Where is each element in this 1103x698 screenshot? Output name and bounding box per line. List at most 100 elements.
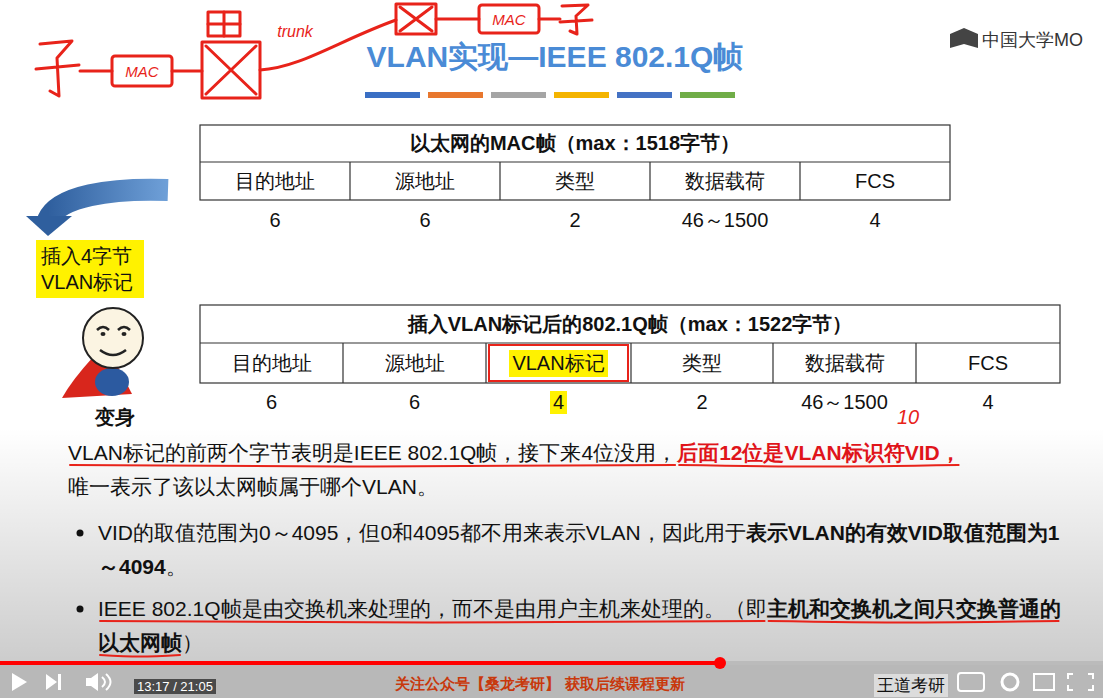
emoji-body: [95, 368, 129, 396]
table-border: [200, 125, 950, 200]
handwritten-note: 10: [897, 406, 919, 429]
gear-icon: [1002, 674, 1018, 690]
label-holder: VLAN标记: [486, 343, 631, 383]
table-cell: 源地址: [385, 350, 445, 377]
progress-track: [0, 661, 1103, 665]
table-grid: [200, 343, 1060, 383]
miniplayer-icon: [1034, 674, 1054, 690]
label-holder: 类型: [500, 162, 650, 200]
color-bar: [491, 92, 546, 98]
hand-underline: [769, 621, 1059, 623]
emoji-eyes: [97, 327, 130, 330]
byte-count: 4: [869, 209, 880, 232]
mac-box-sketch: [479, 5, 539, 33]
handwritten-note: MAC: [125, 63, 158, 80]
mac-box-sketch: [112, 56, 172, 86]
label-holder: 6: [200, 200, 350, 240]
slide-title: VLAN实现—IEEE 802.1Q帧: [361, 37, 750, 78]
table-cell: 类型: [555, 168, 595, 195]
callout-text: 插入4字节 VLAN标记: [41, 243, 139, 295]
byte-count: 6: [266, 391, 277, 414]
table-cell: FCS: [855, 170, 895, 193]
grid-sketch: [208, 12, 240, 36]
cc-icon: [958, 673, 984, 691]
bullet-dot: [77, 606, 84, 613]
byte-count: 6: [419, 209, 430, 232]
hand-underline: [100, 621, 765, 623]
body-text: VID的取值范围为0～4095，但0和4095都不用来表示VLAN，因此用于: [98, 521, 746, 544]
table-cell: 目的地址: [235, 168, 315, 195]
color-bar: [680, 92, 735, 98]
table-header: 以太网的MAC帧（max：1518字节）: [410, 130, 740, 157]
table-cell: 类型: [682, 350, 722, 377]
text-paragraph: VID的取值范围为0～4095，但0和4095都不用来表示VLAN，因此用于表示…: [98, 516, 1073, 584]
logo-text: 中国大学MO: [982, 28, 1083, 52]
label-holder: 13:17 / 21:05: [134, 676, 234, 696]
switch-sketch: [400, 7, 432, 31]
color-bar: [617, 92, 672, 98]
handwritten-note: trunk: [277, 23, 313, 41]
emoji-face: [83, 308, 143, 368]
label-holder: 源地址: [350, 162, 500, 200]
label-holder: 6: [343, 383, 486, 421]
label-holder: 10: [894, 404, 922, 430]
video-shade: [0, 428, 1103, 663]
hand-underline: [70, 465, 675, 467]
volume-wave: [102, 674, 111, 690]
hand-underline: [679, 465, 959, 467]
label-holder: MAC: [114, 58, 170, 84]
byte-count: 2: [569, 209, 580, 232]
play-icon: [12, 673, 27, 691]
color-bar: [554, 92, 609, 98]
color-bar: [365, 92, 420, 98]
label-holder: 46～1500: [773, 383, 916, 421]
fullscreen-icon: [1068, 674, 1093, 690]
label-holder: 目的地址: [200, 343, 343, 383]
table-cell: 数据载荷: [685, 168, 765, 195]
hand-underline: [100, 655, 180, 657]
byte-count: 6: [269, 209, 280, 232]
link-sketch: [80, 70, 112, 73]
switch-sketch: [206, 46, 256, 94]
switch-sketch: [202, 42, 260, 98]
label-holder: 目的地址: [200, 162, 350, 200]
emoji-caption: 变身: [95, 404, 135, 431]
body-text: VLAN标记的前两个字节表明是IEEE 802.1Q帧，接下来4位没用，: [68, 441, 677, 464]
grid-sketch: [208, 12, 240, 36]
hand-box: [489, 345, 628, 381]
body-text: ）: [182, 631, 203, 654]
label-holder: 插入VLAN标记后的802.1Q帧（max：1522字节）: [200, 305, 1060, 343]
label-holder: 4: [486, 383, 631, 421]
label-holder: 中国大学MO: [982, 26, 1096, 54]
byte-count: 46～1500: [682, 207, 769, 234]
label-holder: 类型: [631, 343, 773, 383]
text-paragraph: VLAN标记的前两个字节表明是IEEE 802.1Q帧，接下来4位没用，后面12…: [68, 436, 1078, 504]
volume-icon: [86, 673, 98, 691]
watermark: 王道考研: [874, 674, 948, 697]
next-icon: [46, 674, 61, 690]
label-holder: 以太网的MAC帧（max：1518字节）: [200, 125, 950, 162]
byte-count: 4: [982, 391, 993, 414]
host-sketch: [560, 5, 592, 34]
video-notice: 关注公众号【桑龙考研】 获取后续课程更新: [395, 675, 684, 694]
emoji-mouth: [100, 350, 126, 355]
color-bar: [428, 92, 483, 98]
link-sketch: [539, 18, 560, 21]
switch-sketch: [396, 4, 436, 34]
progress-played: [0, 661, 720, 665]
label-holder: FCS: [800, 162, 950, 200]
table-cell: 目的地址: [232, 350, 312, 377]
table-cell: 源地址: [395, 168, 455, 195]
byte-count: 6: [409, 391, 420, 414]
label-holder: 2: [631, 383, 773, 421]
control-strip: [0, 663, 1103, 698]
byte-count: 46～1500: [801, 389, 888, 416]
table-cell: 数据载荷: [805, 350, 885, 377]
table-cell: FCS: [968, 352, 1008, 375]
label-holder: FCS: [916, 343, 1060, 383]
label-holder: 6: [200, 383, 343, 421]
emoji-eye: [122, 332, 127, 336]
video-time: 13:17 / 21:05: [134, 679, 216, 694]
label-holder: 源地址: [343, 343, 486, 383]
